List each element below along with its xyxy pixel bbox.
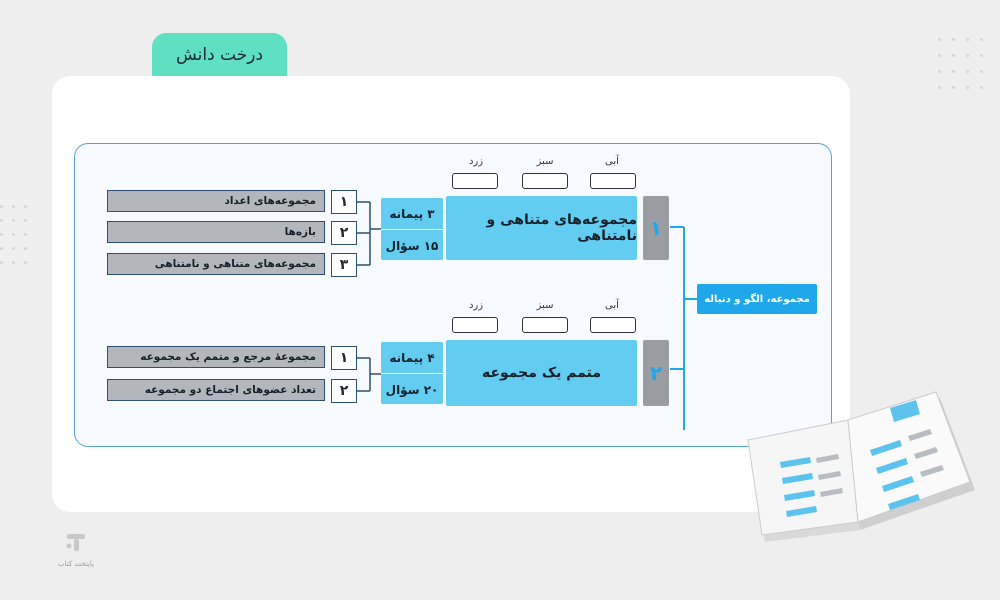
dot-grid-right <box>938 38 988 98</box>
measure-label: ۴ پیمانه <box>389 350 435 365</box>
subtopic-number: ۲ <box>331 221 357 245</box>
question-count-label: ۱۵ سؤال <box>385 238 439 253</box>
brand-logo-icon <box>66 534 85 551</box>
brand-logo: پاپتخت کتاب <box>56 530 96 568</box>
branch-number: ۱ <box>643 196 669 260</box>
book-illustration <box>747 391 975 542</box>
branch-topic: مجموعه‌های متناهی و نامتناهی <box>446 196 637 260</box>
rating-label-blue: آبی <box>605 300 619 311</box>
branch-info: ۳ پیمانه ۱۵ سؤال <box>381 198 443 260</box>
brand-logo-text: پاپتخت کتاب <box>58 560 94 568</box>
subtopic-number: ۱ <box>331 190 357 214</box>
rating-box-yellow[interactable] <box>452 173 498 189</box>
subtopic-item: بازه‌ها <box>107 221 325 243</box>
subtopic-item: مجموعه‌های متناهی و نامتناهی <box>107 253 325 275</box>
rating-box-yellow[interactable] <box>452 317 498 333</box>
subtopic-number: ۲ <box>331 379 357 403</box>
rating-box-green[interactable] <box>522 317 568 333</box>
question-count-label: ۲۰ سؤال <box>385 382 439 397</box>
subtopic-number: ۳ <box>331 253 357 277</box>
rating-label-yellow: زرد <box>468 300 484 311</box>
rating-label-green: سبز <box>536 300 554 311</box>
subtopic-item: مجموعه‌های اعداد <box>107 190 325 212</box>
subtopic-item: تعداد عضوهای اجتماع دو مجموعه <box>107 379 325 401</box>
subtopic-number: ۱ <box>331 346 357 370</box>
rating-box-blue[interactable] <box>590 173 636 189</box>
branch-number: ۲ <box>643 340 669 406</box>
root-node: مجموعه، الگو و دنباله <box>697 284 817 314</box>
rating-label-yellow: زرد <box>468 156 484 167</box>
rating-box-blue[interactable] <box>590 317 636 333</box>
dot-grid-left <box>0 205 30 265</box>
branch-topic: متمم یک مجموعه <box>446 340 637 406</box>
page-title: درخت دانش <box>152 33 287 77</box>
rating-label-green: سبز <box>536 156 554 167</box>
divider <box>381 229 443 230</box>
measure-label: ۳ پیمانه <box>389 206 435 221</box>
rating-box-green[interactable] <box>522 173 568 189</box>
divider <box>381 373 443 374</box>
subtopic-item: مجموعهٔ مرجع و متمم یک مجموعه <box>107 346 325 368</box>
branch-info: ۴ پیمانه ۲۰ سؤال <box>381 342 443 404</box>
rating-label-blue: آبی <box>605 156 619 167</box>
